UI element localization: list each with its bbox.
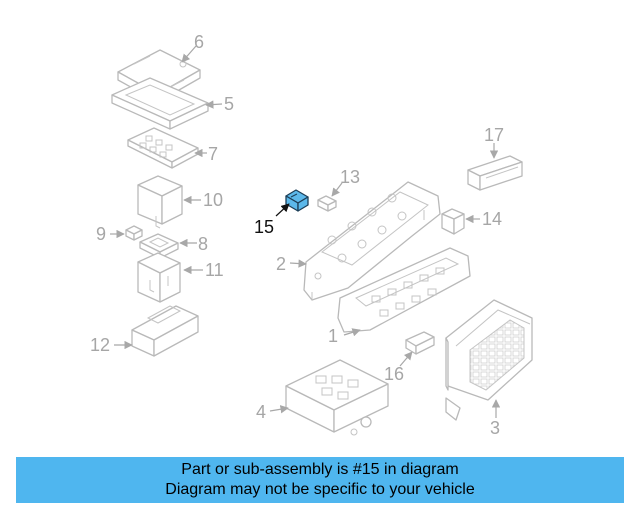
callout-label-7: 7 (208, 144, 218, 164)
callout-1: 1 (328, 326, 361, 346)
callout-16: 16 (384, 351, 413, 384)
banner-line-2: Diagram may not be specific to your vehi… (165, 481, 475, 498)
callout-4: 4 (256, 402, 289, 422)
callout-label-12: 12 (90, 335, 110, 355)
callout-8: 8 (179, 234, 208, 254)
banner-line-1: Part or sub-assembly is #15 in diagram (181, 461, 459, 478)
part-16 (405, 331, 435, 355)
callout-label-3: 3 (490, 418, 500, 438)
parts-diagram: 6 5 7 10 (90, 32, 533, 438)
part-7 (127, 127, 199, 169)
callout-2: 2 (276, 254, 307, 274)
part-15-highlighted (285, 189, 309, 212)
part-11 (137, 252, 181, 303)
callout-14: 14 (465, 209, 502, 229)
part-5 (111, 77, 209, 130)
part-4 (285, 359, 389, 436)
callout-7: 7 (194, 144, 218, 164)
callout-label-9: 9 (96, 224, 106, 244)
callout-9: 9 (96, 224, 125, 244)
part-2 (303, 181, 441, 301)
part-1 (337, 247, 471, 333)
part-17 (467, 155, 523, 191)
callout-10: 10 (183, 190, 223, 210)
callout-12: 12 (90, 335, 133, 355)
callout-label-6: 6 (194, 32, 204, 52)
callout-5: 5 (205, 94, 234, 114)
callout-label-4: 4 (256, 402, 266, 422)
callout-label-17: 17 (484, 125, 504, 145)
callout-label-15: 15 (254, 217, 274, 237)
part-13 (317, 195, 337, 212)
callout-label-16: 16 (384, 364, 404, 384)
part-14 (441, 208, 465, 235)
callout-11: 11 (183, 260, 224, 280)
callout-label-8: 8 (198, 234, 208, 254)
callout-15: 15 (254, 203, 290, 237)
part-10 (137, 175, 183, 229)
part-3 (445, 299, 533, 421)
callout-label-2: 2 (276, 254, 286, 274)
callout-6: 6 (181, 32, 204, 63)
callout-13: 13 (331, 167, 360, 197)
callout-label-14: 14 (482, 209, 502, 229)
part-9 (125, 225, 143, 241)
callout-label-10: 10 (203, 190, 223, 210)
part-12 (131, 305, 199, 357)
callout-label-13: 13 (340, 167, 360, 187)
info-banner: Part or sub-assembly is #15 in diagram D… (16, 457, 624, 503)
callout-label-1: 1 (328, 326, 338, 346)
callout-label-11: 11 (205, 260, 224, 280)
callout-17: 17 (484, 125, 504, 159)
callout-label-5: 5 (224, 94, 234, 114)
callout-3: 3 (490, 399, 501, 438)
